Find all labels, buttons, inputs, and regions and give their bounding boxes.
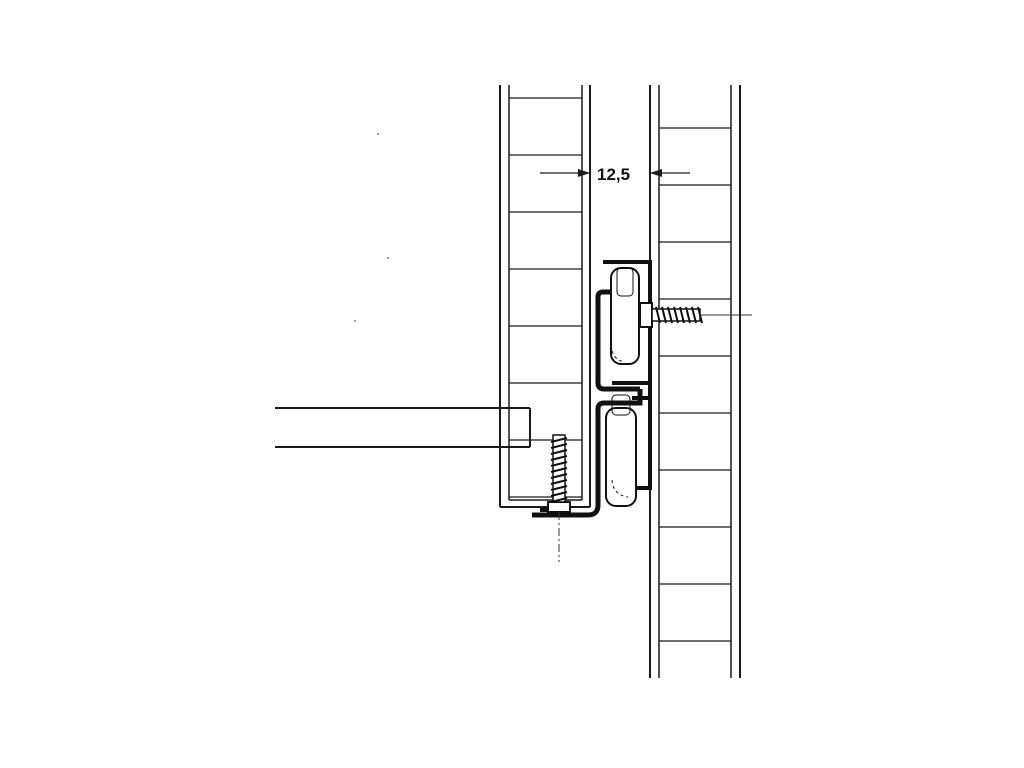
right-arrowhead (650, 169, 662, 177)
right-panel-hatching (659, 127, 731, 642)
screw-thread (667, 306, 673, 324)
screw-thread (550, 455, 568, 461)
screw-thread (661, 306, 667, 324)
screw-thread (655, 306, 661, 324)
drawer-rail-profile (532, 289, 643, 518)
screw-thread (550, 449, 568, 455)
screw-thread (673, 306, 679, 324)
gap-dimension: 12,5 (540, 165, 690, 184)
drawer-side-panel (499, 85, 591, 508)
drawer-bottom-board (275, 407, 531, 448)
lower-roller (605, 407, 637, 507)
screw-thread (550, 491, 568, 497)
screw-thread (550, 485, 568, 491)
screw-thread (685, 306, 691, 324)
screw-thread (679, 306, 685, 324)
left-panel-hatching (509, 97, 582, 498)
screw-thread (550, 479, 568, 485)
scan-specks (354, 133, 389, 322)
dimension-label: 12,5 (597, 165, 630, 184)
left-arrowhead (578, 169, 590, 177)
cabinet-screw (639, 302, 752, 328)
cabinet-side-panel (649, 85, 741, 678)
screw-thread (550, 443, 568, 449)
screw-thread (550, 473, 568, 479)
screw-thread (550, 497, 568, 503)
screw-thread (550, 437, 568, 443)
upper-roller (610, 267, 640, 365)
drawer-screw (547, 434, 571, 562)
screw-thread (550, 461, 568, 467)
screw-thread (691, 306, 697, 324)
screw-thread (550, 467, 568, 473)
slide-rollers (605, 267, 640, 507)
